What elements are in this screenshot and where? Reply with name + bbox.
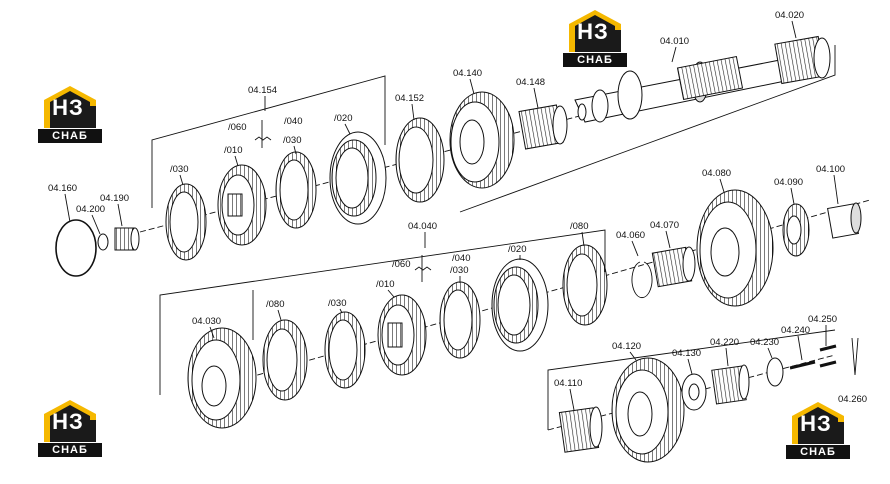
hz-snab-logo-left: НЗ СНАБ bbox=[38, 86, 102, 146]
bearing-04-148-part bbox=[518, 104, 568, 150]
ring-030-lower-b-part bbox=[439, 281, 481, 359]
label-04-200: 04.200 bbox=[76, 204, 105, 215]
label-04-010: 04.010 bbox=[660, 36, 689, 47]
hz-snab-logo-bottom-right: НЗ СНАБ bbox=[786, 402, 850, 462]
label-04-100: 04.100 bbox=[816, 164, 845, 175]
logo-house-icon bbox=[44, 86, 96, 128]
label-04-240: 04.240 bbox=[781, 325, 810, 336]
label-u-030b: /030 bbox=[170, 164, 189, 175]
label-04-190: 04.190 bbox=[100, 193, 129, 204]
bearing-04-190-part bbox=[114, 227, 140, 251]
screws-04-250-part bbox=[819, 344, 837, 368]
label-u-060: /060 bbox=[228, 122, 247, 133]
label-u-040: /040 bbox=[284, 116, 303, 127]
label-04-020: 04.020 bbox=[775, 10, 804, 21]
bearing-04-110-part bbox=[558, 406, 603, 453]
sleeve-020-part bbox=[329, 131, 387, 225]
gear-04-140-part bbox=[449, 91, 515, 189]
lower-shaft-group bbox=[159, 189, 871, 429]
logo-caption: СНАБ bbox=[38, 443, 102, 457]
ring-080-right-part bbox=[562, 244, 608, 326]
label-04-080: 04.080 bbox=[702, 168, 731, 179]
logo-caption: СНАБ bbox=[786, 445, 850, 459]
label-l-010: /010 bbox=[376, 279, 395, 290]
part-labels: 04.020 04.010 04.140 04.148 04.152 04.15… bbox=[48, 10, 867, 411]
label-l-040: /040 bbox=[452, 253, 471, 264]
label-04-060: 04.060 bbox=[616, 230, 645, 241]
ring-030-left-part bbox=[165, 183, 207, 261]
gear-04-080-part bbox=[696, 189, 774, 307]
logo-house-icon bbox=[569, 10, 621, 52]
ring-030-upper-part bbox=[275, 151, 317, 229]
label-l-030: /030 bbox=[450, 265, 469, 276]
snap-ring-04-160-part bbox=[55, 219, 97, 277]
hub-010-lower-part bbox=[377, 294, 427, 376]
label-04-030: 04.030 bbox=[192, 316, 221, 327]
logo-house-icon bbox=[792, 402, 844, 444]
sleeve-020-lower-part bbox=[491, 258, 549, 352]
upper-shaft-group bbox=[55, 35, 836, 277]
label-04-140: 04.140 bbox=[453, 68, 482, 79]
label-04-152: 04.152 bbox=[395, 93, 424, 104]
bearing-04-020-part bbox=[774, 35, 831, 85]
hz-snab-logo-bottom-left: НЗ СНАБ bbox=[38, 400, 102, 460]
ring-04-152-part bbox=[395, 117, 445, 203]
pin-04-240-part bbox=[789, 360, 816, 370]
label-04-090: 04.090 bbox=[774, 177, 803, 188]
hz-snab-logo-top: НЗ СНАБ bbox=[563, 10, 627, 70]
label-l-080b: /080 bbox=[266, 299, 285, 310]
bearing-04-070-part bbox=[651, 246, 696, 288]
label-u-010: /010 bbox=[224, 145, 243, 156]
gear-04-090-part bbox=[782, 203, 810, 257]
label-u-020: /020 bbox=[334, 113, 353, 124]
label-l-030b: /030 bbox=[328, 298, 347, 309]
washer-04-200-part bbox=[97, 233, 109, 251]
ring-030-lower-part bbox=[324, 311, 366, 389]
bearing-04-220-part bbox=[711, 364, 750, 405]
label-04-040: 04.040 bbox=[408, 221, 437, 232]
label-04-120: 04.120 bbox=[612, 341, 641, 352]
label-04-070: 04.070 bbox=[650, 220, 679, 231]
main-shaft-part bbox=[574, 55, 791, 123]
label-04-260: 04.260 bbox=[838, 394, 867, 405]
reverse-shaft-group bbox=[547, 329, 859, 463]
label-04-250: 04.250 bbox=[808, 314, 837, 325]
label-04-160: 04.160 bbox=[48, 183, 77, 194]
washer-04-130-part bbox=[681, 373, 707, 411]
logo-mark: НЗ bbox=[52, 409, 84, 434]
label-l-080: /080 bbox=[570, 221, 589, 232]
gear-04-030-part bbox=[187, 327, 257, 429]
label-l-060: /060 bbox=[392, 259, 411, 270]
hub-010-upper-part bbox=[217, 164, 267, 246]
label-04-148: 04.148 bbox=[516, 77, 545, 88]
wire-04-260-part bbox=[851, 337, 859, 376]
logo-caption: СНАБ bbox=[38, 129, 102, 143]
logo-mark: НЗ bbox=[800, 411, 832, 436]
plate-04-230-part bbox=[766, 357, 784, 387]
logo-house-icon bbox=[44, 400, 96, 442]
label-04-110: 04.110 bbox=[554, 378, 582, 389]
logo-caption: СНАБ bbox=[563, 53, 627, 67]
label-04-230: 04.230 bbox=[750, 337, 779, 348]
label-u-030: /030 bbox=[283, 135, 302, 146]
logo-mark: НЗ bbox=[577, 19, 609, 44]
circlip-04-060-part bbox=[631, 261, 653, 299]
label-l-020: /020 bbox=[508, 244, 527, 255]
bushing-04-100-part bbox=[827, 202, 862, 239]
logo-mark: НЗ bbox=[52, 95, 84, 120]
label-04-220: 04.220 bbox=[710, 337, 739, 348]
label-04-130: 04.130 bbox=[672, 348, 701, 359]
label-04-154: 04.154 bbox=[248, 85, 277, 96]
gear-04-120-part bbox=[611, 357, 685, 463]
ring-080-lower-part bbox=[262, 319, 308, 401]
